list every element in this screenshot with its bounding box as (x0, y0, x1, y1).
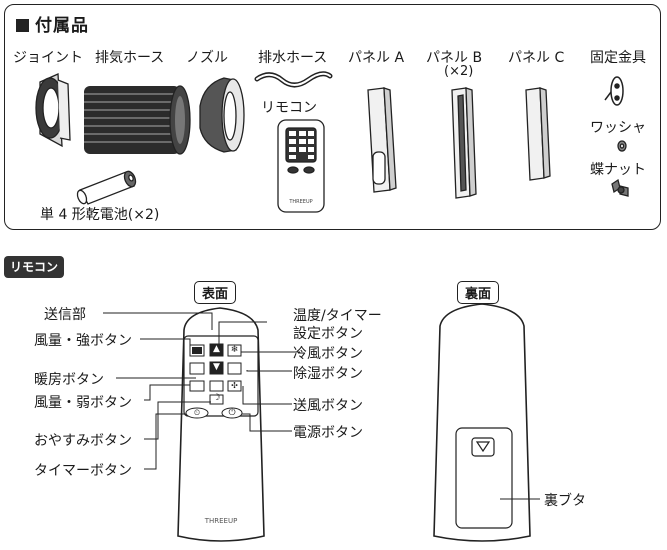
panel-b-illustration (451, 87, 477, 199)
panel-a-illustration (367, 87, 397, 193)
timer-button-icon[interactable]: ⏲ (193, 408, 201, 417)
label-joint: ジョイント (13, 50, 83, 66)
remote-section-tag: リモコン (4, 256, 65, 278)
temp-up-button[interactable]: ▲ (213, 344, 220, 354)
battery-illustration (76, 170, 137, 205)
remote-small-brand: THREEUP (288, 199, 312, 205)
callout-timer: タイマーボタン (34, 463, 132, 479)
label-panel-b: パネル B (426, 50, 483, 66)
accessories-panel (4, 4, 661, 230)
callout-power: 電源ボタン (293, 425, 363, 441)
callout-heating: 暖房ボタン (34, 372, 104, 388)
sleep-button-icon[interactable]: ☽ (212, 393, 221, 403)
bracket-illustration (604, 76, 624, 106)
callout-fan: 送風ボタン (293, 398, 363, 414)
fan-button-icon[interactable]: ✣ (231, 381, 238, 390)
front-label: 表面 (194, 281, 237, 304)
callout-cooling: 冷風ボタン (293, 346, 363, 362)
callout-temp-timer-1: 温度/タイマー (293, 308, 382, 324)
label-remote: リモコン (261, 100, 317, 116)
label-battery: 単 4 形乾電池(×2) (40, 207, 160, 223)
callout-dehumidify: 除湿ボタン (293, 366, 363, 382)
accessories-title: 付属品 (16, 11, 89, 36)
cool-button-icon[interactable]: ❄ (230, 345, 239, 355)
callout-temp-timer-2: 設定ボタン (293, 326, 363, 342)
label-washer: ワッシャ (590, 120, 646, 136)
washer-illustration (617, 140, 627, 152)
callout-sleep: おやすみボタン (34, 433, 132, 449)
callout-fan-low: 風量・弱ボタン (34, 395, 132, 411)
label-panel-b-qty: (×2) (444, 64, 474, 79)
callout-fan-high: 風量・強ボタン (34, 333, 132, 349)
label-drain-hose: 排水ホース (258, 50, 328, 66)
label-bracket: 固定金具 (590, 50, 646, 66)
panel-c-illustration (525, 87, 551, 181)
exhaust-hose-illustration (84, 85, 191, 155)
label-nozzle: ノズル (186, 50, 228, 66)
back-label: 裏面 (457, 281, 500, 304)
square-bullet-icon (16, 19, 29, 32)
label-exhaust-hose: 排気ホース (95, 50, 165, 66)
label-wing-nut: 蝶ナット (590, 162, 646, 178)
remote-small-illustration (277, 119, 325, 213)
joint-illustration (35, 73, 71, 148)
label-panel-c: パネル C (508, 50, 565, 66)
power-button-icon[interactable]: ⏻ (228, 408, 236, 418)
nozzle-illustration (199, 77, 245, 153)
remote-brand: THREEUP (204, 517, 238, 525)
callout-transmitter: 送信部 (44, 307, 86, 323)
label-panel-a: パネル A (348, 50, 405, 66)
temp-down-button[interactable]: ▼ (213, 362, 220, 372)
wing-nut-illustration (611, 178, 629, 197)
callout-back-cover: 裏ブタ (544, 493, 586, 509)
